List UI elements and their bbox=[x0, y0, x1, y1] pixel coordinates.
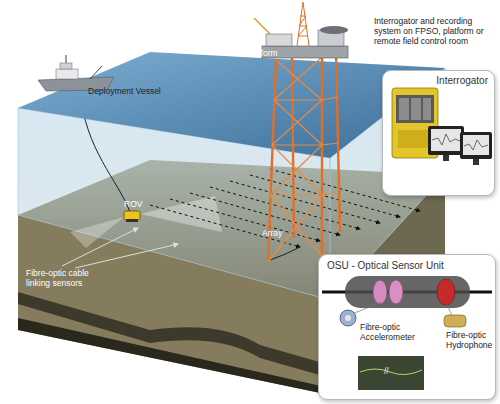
cable-callout: Fibre-optic cable linking sensors bbox=[26, 268, 104, 288]
sensor-disc bbox=[437, 279, 455, 305]
derrick bbox=[297, 2, 309, 46]
monitor bbox=[428, 126, 464, 155]
vessel-crane bbox=[90, 66, 102, 79]
sensor-photo bbox=[358, 356, 424, 390]
brace bbox=[268, 57, 322, 262]
brace bbox=[270, 97, 339, 195]
interrogator-vent bbox=[398, 130, 432, 148]
fibre-strand bbox=[360, 369, 422, 375]
platform-label: Platform bbox=[246, 48, 296, 58]
array-line bbox=[190, 193, 340, 235]
rov-frame bbox=[126, 219, 138, 222]
monitor-screen bbox=[463, 135, 489, 155]
jacket-leg bbox=[268, 60, 276, 262]
platform-deck bbox=[262, 46, 348, 58]
monitor bbox=[460, 132, 492, 159]
helideck bbox=[320, 26, 348, 34]
array-line bbox=[250, 175, 400, 217]
sensor-disc bbox=[373, 280, 387, 304]
waveform bbox=[464, 140, 488, 150]
jacket-leg bbox=[292, 58, 294, 238]
fibre-cable bbox=[322, 291, 492, 294]
platform-module bbox=[266, 34, 292, 46]
array-line bbox=[150, 205, 300, 247]
leader-line bbox=[447, 304, 452, 316]
interrogator-panel bbox=[396, 95, 434, 123]
interrogator-inset: Interrogator bbox=[382, 70, 495, 196]
waveform bbox=[432, 134, 460, 145]
array-line bbox=[210, 187, 360, 229]
array-label: Array bbox=[262, 228, 302, 238]
inset-title: Interrogator bbox=[436, 75, 488, 86]
platform-jacket bbox=[268, 55, 340, 262]
platform-bracing bbox=[268, 57, 339, 262]
interrogator-cabinet bbox=[392, 88, 438, 158]
vessel-bridge bbox=[56, 69, 78, 79]
system-note: Interrogator and recording system on FPS… bbox=[374, 16, 496, 46]
accelerometer-sphere bbox=[340, 310, 356, 326]
hydrophone-cylinder bbox=[444, 315, 466, 327]
derrick-frame bbox=[297, 2, 309, 46]
jacket-leg bbox=[321, 57, 323, 256]
sea-surface bbox=[18, 52, 445, 158]
interrogator-slot bbox=[423, 98, 431, 120]
vessel-bridge bbox=[60, 63, 72, 69]
interrogator-slot bbox=[411, 98, 421, 120]
monitor-stand bbox=[443, 155, 449, 161]
sensor-disc bbox=[389, 280, 403, 304]
rov-body bbox=[124, 211, 140, 220]
sensor-unit-inset: OSU - Optical Sensor Unit bbox=[318, 254, 496, 400]
platform-crane bbox=[254, 18, 270, 34]
interrogator-slot bbox=[399, 98, 409, 120]
accelerometer-core bbox=[345, 315, 351, 321]
leader-line bbox=[62, 228, 138, 266]
leader-line bbox=[352, 302, 382, 314]
array-line bbox=[170, 199, 320, 241]
inset-title: OSU - Optical Sensor Unit bbox=[327, 260, 444, 271]
rov-label: ROV bbox=[124, 199, 154, 209]
sensor-housing bbox=[345, 276, 470, 308]
sediment-layer bbox=[18, 318, 330, 395]
monitor-stand bbox=[473, 159, 479, 165]
rov-light-beam bbox=[70, 217, 124, 248]
vessel-label: Deployment Vessel bbox=[88, 86, 168, 96]
leader-line bbox=[75, 244, 178, 268]
vessel-mast bbox=[66, 55, 67, 63]
monitor-screen bbox=[431, 129, 461, 151]
